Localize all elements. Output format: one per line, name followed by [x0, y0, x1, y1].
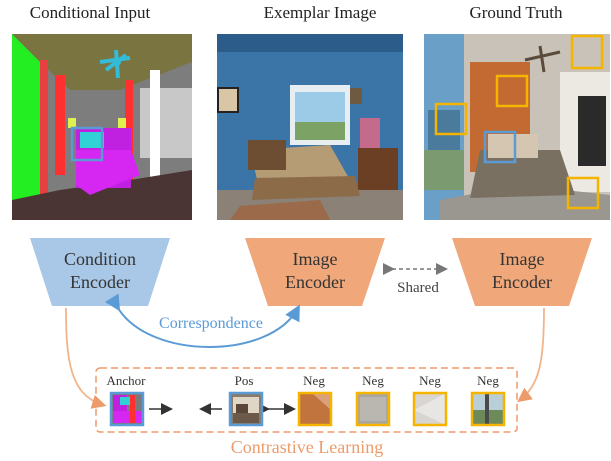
anchor-patch [109, 391, 145, 427]
exemplar-image-encoder [245, 238, 385, 306]
neg-region-box-3 [434, 102, 468, 136]
exemplar-image-title: Exemplar Image [263, 3, 377, 22]
gt-encoder-label-1: Image [500, 249, 545, 269]
ground-truth-image [424, 34, 610, 220]
pos-patch [228, 391, 264, 427]
conditional-input-title: Conditional Input [29, 3, 151, 22]
shared-label: Shared [397, 280, 439, 296]
conditional-input-image [12, 34, 192, 220]
condition-encoder-label-1: Condition [64, 249, 136, 269]
ground-truth-image-encoder [452, 238, 592, 306]
neg-label-4: Neg [477, 373, 499, 388]
neg-region-box-4 [566, 176, 600, 210]
exemplar-encoder-label-2: Encoder [285, 272, 345, 292]
anchor-region-box [70, 126, 104, 162]
exemplar-encoder-label-1: Image [293, 249, 338, 269]
pos-label: Pos [235, 373, 254, 388]
gt-to-patches-arrow [517, 307, 545, 403]
contrastive-learning-label: Contrastive Learning [231, 437, 383, 457]
neg-region-box-2 [495, 74, 529, 108]
neg-label-3: Neg [419, 373, 441, 388]
condition-encoder-label-2: Encoder [70, 272, 130, 292]
ground-truth-title: Ground Truth [469, 3, 563, 22]
correspondence-label: Correspondence [159, 315, 263, 332]
contrastive-learning-box [95, 367, 518, 433]
correspondence-arrow [104, 293, 300, 348]
neg-patch-1 [297, 391, 333, 427]
gt-encoder-label-2: Encoder [492, 272, 552, 292]
condition-encoder [30, 238, 170, 306]
neg-patch-2 [355, 391, 391, 427]
neg-patch-4 [470, 391, 506, 427]
exemplar-image [217, 34, 403, 220]
neg-region-box-1 [570, 34, 604, 70]
condition-to-anchor-arrow [65, 307, 107, 409]
neg-label-1: Neg [303, 373, 325, 388]
neg-patch-3 [412, 391, 448, 427]
anchor-label: Anchor [107, 373, 147, 388]
pos-region-box [483, 130, 517, 164]
neg-label-2: Neg [362, 373, 384, 388]
